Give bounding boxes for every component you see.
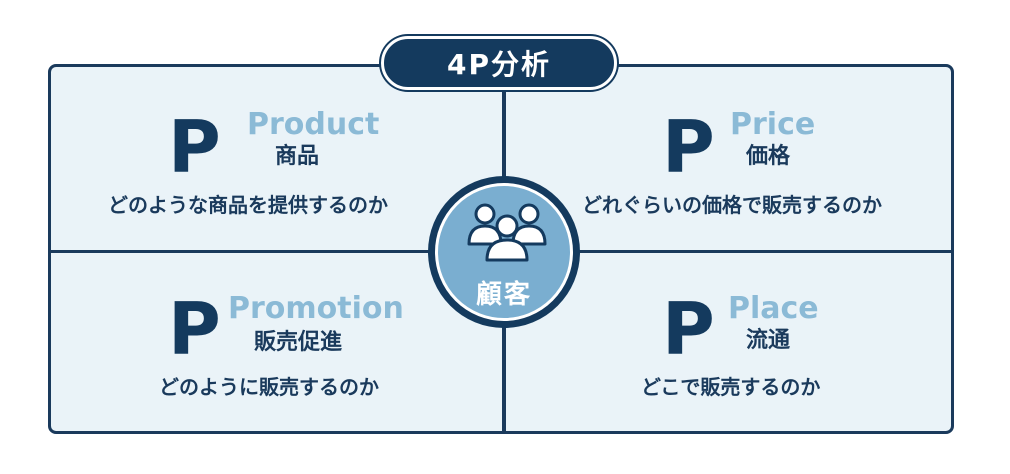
price-letter: P <box>662 105 715 189</box>
product-description: どのような商品を提供するのか <box>108 193 388 217</box>
promotion-jp-label: 販売促進 <box>254 330 343 355</box>
place-jp-label: 流通 <box>746 328 791 353</box>
customer-circle-inner: 顧客 <box>435 183 573 321</box>
product-en-label: Product <box>247 107 380 142</box>
price-jp-label: 価格 <box>746 144 791 169</box>
people-group-icon <box>467 203 547 262</box>
promotion-description: どのように販売するのか <box>159 375 379 399</box>
promotion-letter: P <box>168 287 221 371</box>
place-letter: P <box>662 287 715 371</box>
place-en-label: Place <box>728 291 819 326</box>
customer-circle: 顧客 <box>428 176 580 328</box>
price-description: どれぐらいの価格で販売するのか <box>582 193 882 217</box>
promotion-en-label: Promotion <box>228 291 404 326</box>
customer-label: 顧客 <box>475 280 532 310</box>
product-jp-label: 商品 <box>275 144 320 169</box>
product-letter: P <box>168 105 221 189</box>
diagram-title: 4P分析 <box>381 36 617 90</box>
place-description: どこで販売するのか <box>641 375 821 399</box>
price-en-label: Price <box>730 107 816 142</box>
